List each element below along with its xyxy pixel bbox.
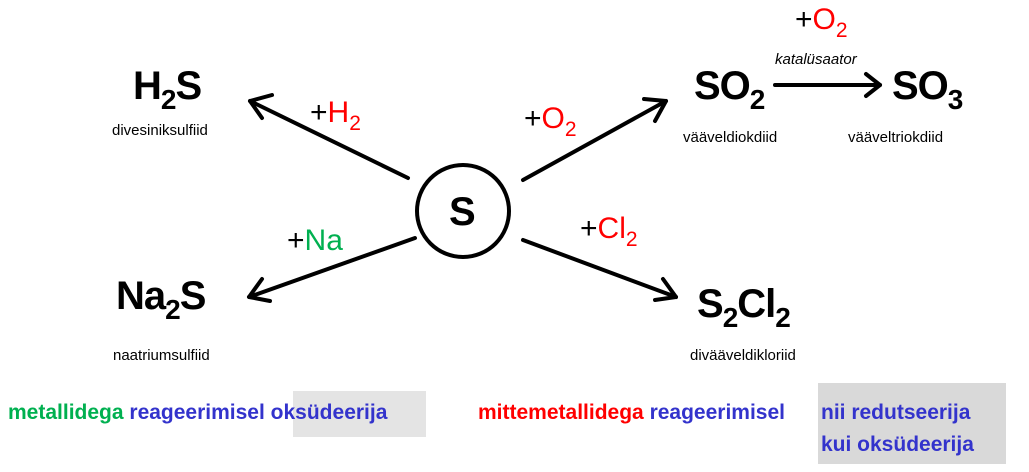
reagent-h2: +H2 bbox=[310, 96, 361, 135]
cl2-sub: 2 bbox=[625, 228, 638, 251]
h2s-tail: S bbox=[175, 64, 202, 108]
reagent-cl2: +Cl2 bbox=[580, 212, 638, 251]
h2s-main: H bbox=[133, 64, 162, 108]
formula-s2cl2: S2Cl2 bbox=[697, 282, 791, 332]
s2cl2-sub: 2 bbox=[722, 302, 739, 333]
s2cl2-main: S bbox=[697, 282, 724, 326]
plus-sign: + bbox=[795, 3, 813, 36]
o2-sub: 2 bbox=[564, 118, 577, 141]
plus-sign: + bbox=[524, 102, 542, 135]
h2-sub: 2 bbox=[349, 112, 361, 135]
na2s-sub: 2 bbox=[165, 294, 181, 325]
arrow-to-so2 bbox=[521, 97, 668, 182]
arrow-to-s2cl2 bbox=[521, 238, 678, 302]
note-left-part2: reageerimisel bbox=[129, 401, 265, 424]
plus-sign: + bbox=[287, 224, 305, 257]
na2s-main: Na bbox=[116, 274, 166, 318]
reagent-na: +Na bbox=[287, 226, 343, 256]
formula-so2: SO2 bbox=[694, 64, 765, 114]
note-nonmetals: mittemetallidega reageerimisel bbox=[478, 402, 785, 423]
note-left-part3: oksüdeerija bbox=[270, 401, 388, 424]
so3-main: SO bbox=[892, 64, 949, 108]
na-element: Na bbox=[304, 224, 343, 257]
o2cat-sub: 2 bbox=[835, 19, 848, 42]
h2s-sub: 2 bbox=[160, 84, 177, 115]
arrow-to-h2s bbox=[248, 93, 410, 180]
arrow-so2-to-so3 bbox=[773, 72, 882, 98]
so2-main: SO bbox=[694, 64, 751, 108]
sulfur-circle bbox=[415, 163, 511, 259]
plus-sign: + bbox=[580, 212, 598, 245]
note-right-part1: mittemetallidega bbox=[478, 401, 644, 424]
so2-sub: 2 bbox=[749, 84, 766, 115]
o2-element: O bbox=[541, 102, 565, 135]
s2cl2-sub2: 2 bbox=[775, 302, 791, 333]
arrow-to-na2s bbox=[247, 236, 417, 303]
reagent-o2: +O2 bbox=[524, 102, 577, 141]
so3-sub: 3 bbox=[947, 84, 964, 115]
note-right-line1: nii redutseerija bbox=[821, 401, 971, 424]
note-metals: metallidega reageerimisel oksüdeerija bbox=[8, 402, 387, 423]
name-na2s: naatriumsulfiid bbox=[113, 347, 210, 364]
formula-so3: SO3 bbox=[892, 64, 963, 114]
note-right-part2: reageerimisel bbox=[649, 401, 785, 424]
reagent-o2-catalytic: +O2 bbox=[795, 3, 848, 42]
catalyst-label: katalüsaator bbox=[775, 51, 857, 68]
sulfur-symbol: S bbox=[449, 190, 476, 234]
name-s2cl2: divääveldikloriid bbox=[690, 347, 796, 364]
o2cat-element: O bbox=[812, 3, 836, 36]
h2-element: H bbox=[327, 96, 350, 129]
formula-h2s: H2S bbox=[133, 64, 202, 114]
name-h2s: divesiniksulfiid bbox=[112, 122, 208, 139]
note-right-line2: kui oksüdeerija bbox=[821, 433, 974, 456]
highlight-right bbox=[818, 383, 1006, 464]
s2cl2-mid: Cl bbox=[737, 282, 776, 326]
note-left-part1: metallidega bbox=[8, 401, 124, 424]
name-so2: vääveldiokdiid bbox=[683, 129, 778, 146]
formula-na2s: Na2S bbox=[116, 274, 207, 324]
highlight-left bbox=[293, 391, 426, 437]
plus-sign: + bbox=[310, 96, 328, 129]
name-so3: vääveltriokdiid bbox=[848, 129, 944, 146]
na2s-tail: S bbox=[179, 274, 207, 318]
cl2-element: Cl bbox=[597, 212, 626, 245]
